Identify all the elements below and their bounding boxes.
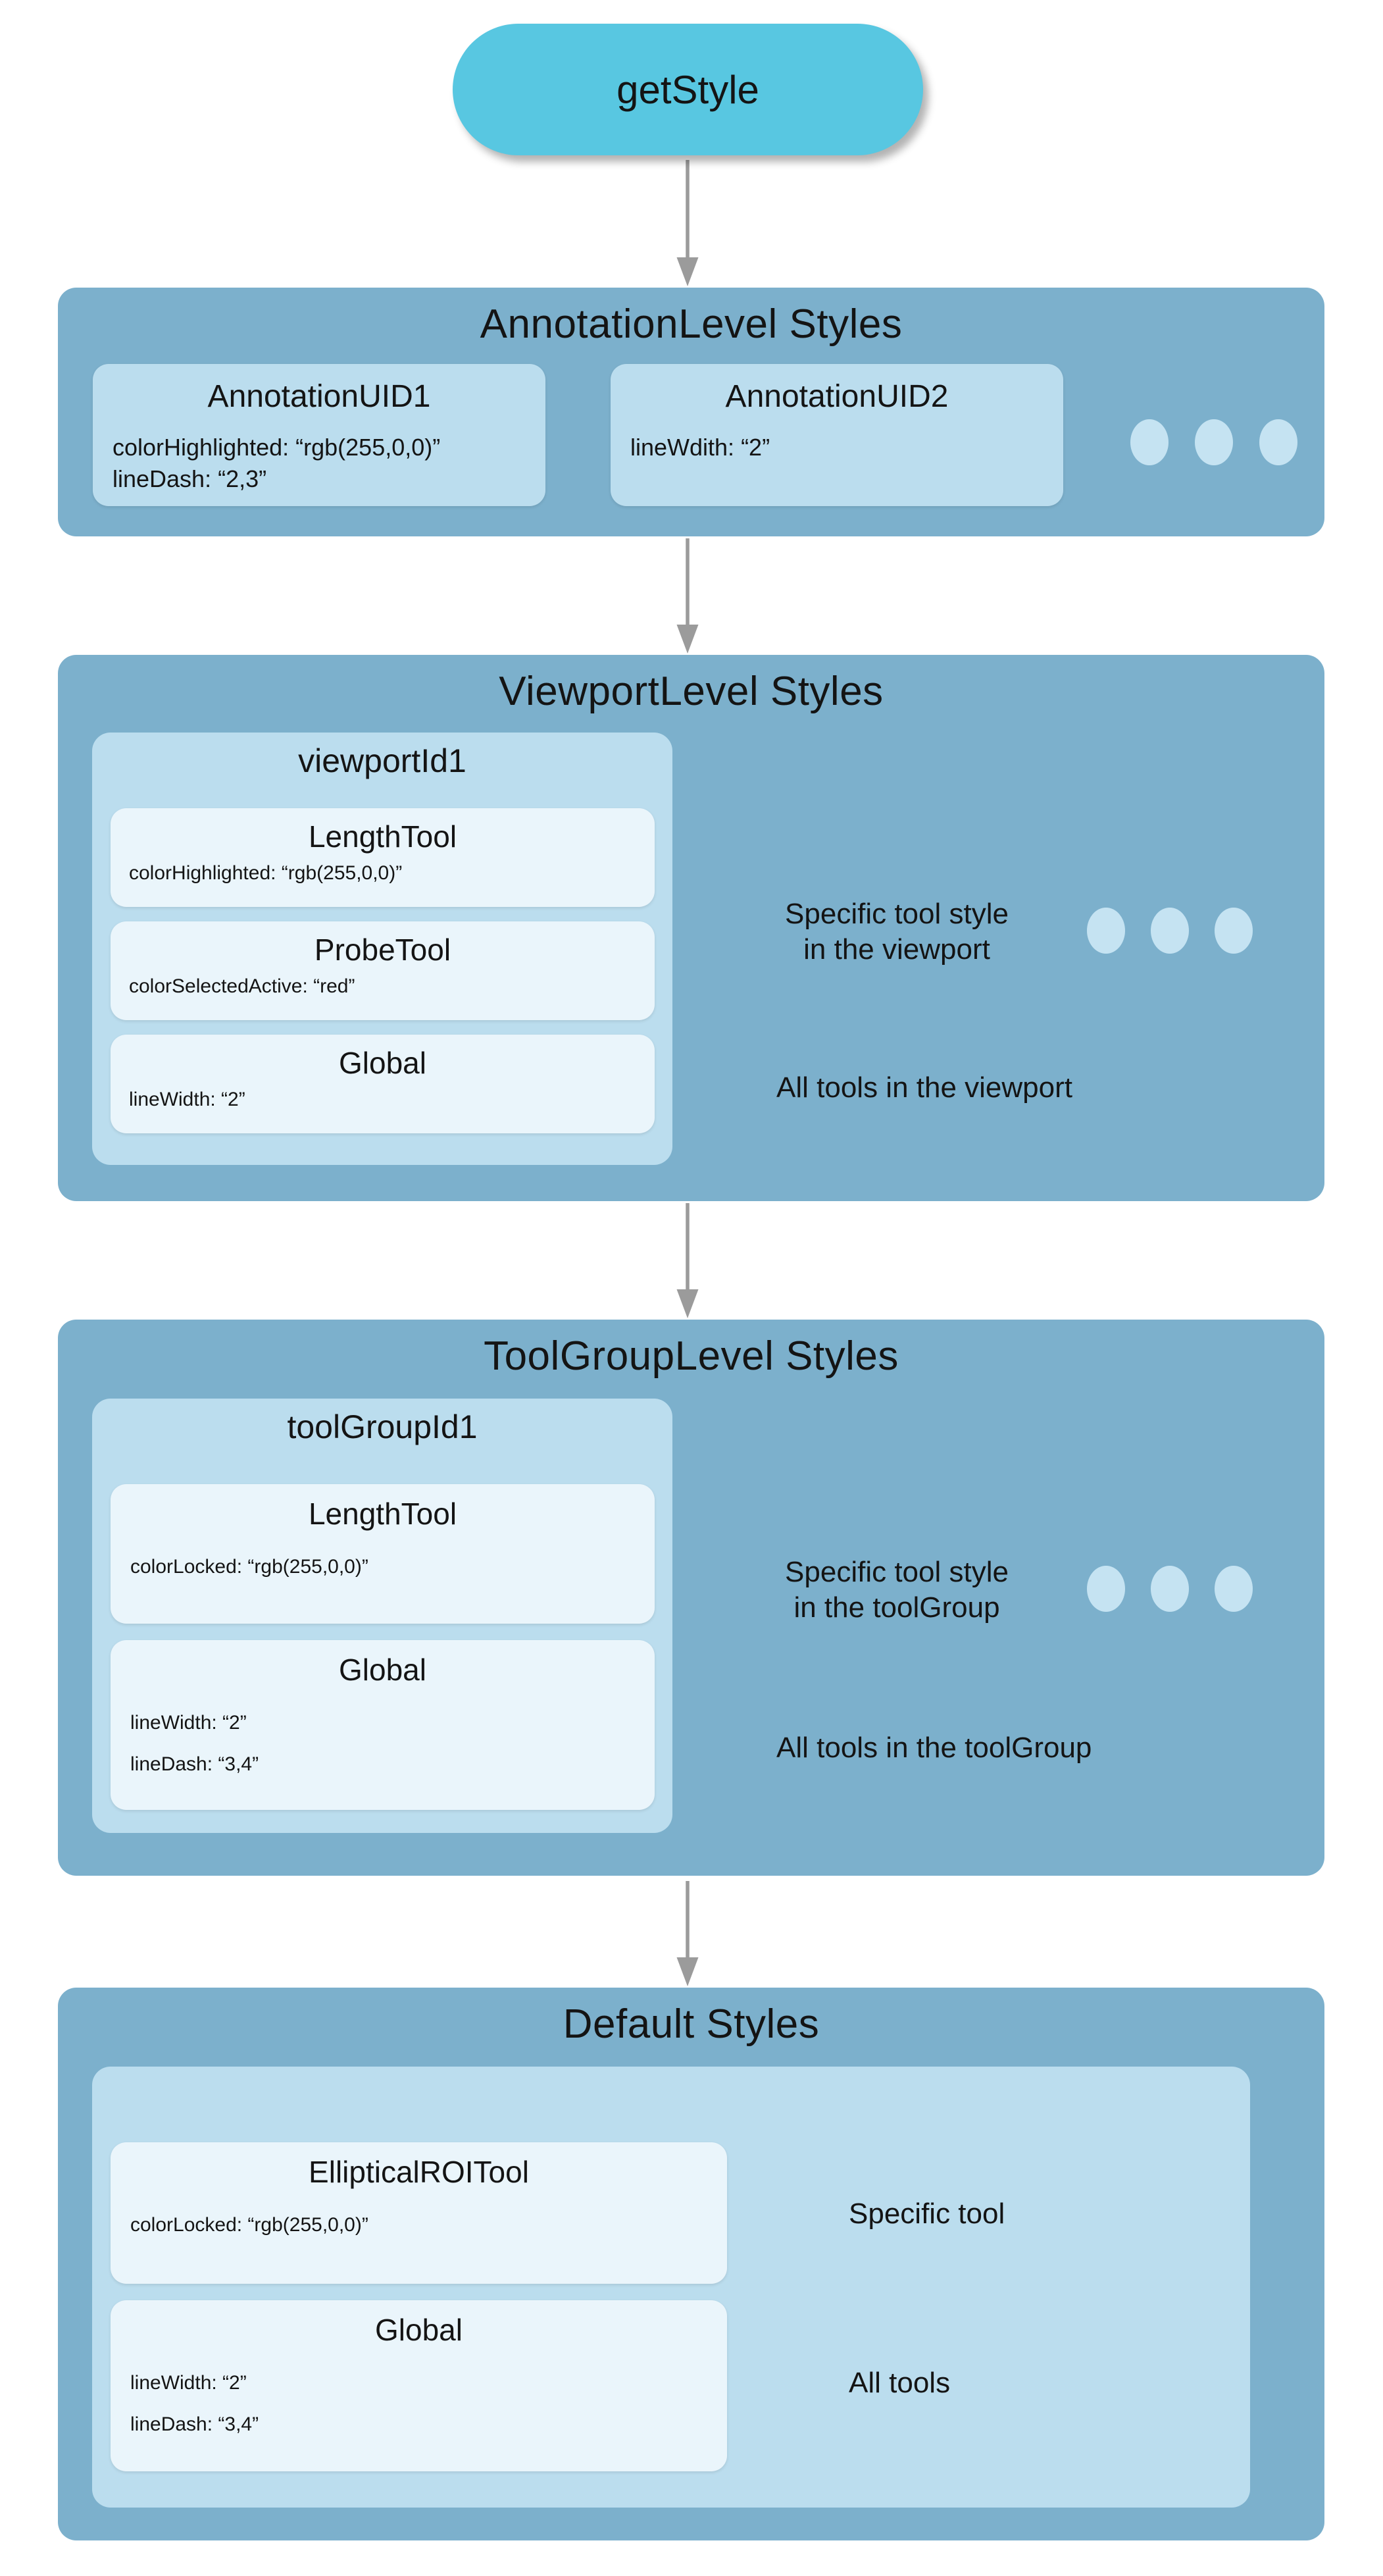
ellipsis-dot (1195, 419, 1233, 465)
default-specific-label: Specific tool (849, 2198, 1005, 2230)
ellipsis-dot (1215, 908, 1253, 954)
viewport-global-card: Global lineWidth: “2” (111, 1035, 655, 1133)
length-tool-title: LengthTool (308, 819, 457, 854)
viewport-global-title: Global (339, 1046, 426, 1080)
toolgroup-length-tool-card: LengthTool colorLocked: “rgb(255,0,0)” (111, 1484, 655, 1624)
elliptical-roi-tool-card: EllipticalROITool colorLocked: “rgb(255,… (111, 2142, 727, 2284)
annotation-uid1-title: AnnotationUID1 (207, 379, 431, 414)
annotation-uid1-card: AnnotationUID1 colorHighlighted: “rgb(25… (93, 364, 545, 506)
ellipsis-dot (1215, 1566, 1253, 1612)
toolgroup-level-title: ToolGroupLevel Styles (484, 1333, 899, 1379)
probe-tool-card: ProbeTool colorSelectedActive: “red” (111, 921, 655, 1020)
toolgroup-length-tool-title: LengthTool (308, 1497, 457, 1531)
viewport-level-title: ViewportLevel Styles (499, 669, 884, 714)
length-tool-prop: colorHighlighted: “rgb(255,0,0)” (129, 862, 403, 884)
toolgroup-global-prop: lineDash: “3,4” (130, 1753, 259, 1775)
ellipsis-dot (1087, 1566, 1125, 1612)
getstyle-label: getStyle (616, 67, 759, 112)
getstyle-node: getStyle (453, 24, 923, 155)
ellipsis-dot (1151, 1566, 1189, 1612)
ellipsis-dot (1130, 419, 1169, 465)
probe-tool-prop: colorSelectedActive: “red” (129, 975, 355, 997)
annotation-uid2-card: AnnotationUID2 lineWdith: “2” (611, 364, 1063, 506)
viewport-id1-title: viewportId1 (298, 742, 466, 779)
length-tool-card: LengthTool colorHighlighted: “rgb(255,0,… (111, 808, 655, 907)
toolgroup-global-prop: lineWidth: “2” (130, 1712, 247, 1734)
toolgroup-specific-label: Specific tool style in the toolGroup (785, 1556, 1009, 1624)
default-global-title: Global (375, 2313, 463, 2347)
annotation-level-title: AnnotationLevel Styles (480, 301, 903, 347)
default-global-prop: lineDash: “3,4” (130, 2413, 259, 2435)
toolgroup-global-card: Global lineWidth: “2” lineDash: “3,4” (111, 1640, 655, 1810)
annotation-uid1-prop: lineDash: “2,3” (113, 465, 267, 492)
probe-tool-title: ProbeTool (314, 933, 451, 967)
toolgroup-length-tool-prop: colorLocked: “rgb(255,0,0)” (130, 1556, 368, 1578)
default-global-card: Global lineWidth: “2” lineDash: “3,4” (111, 2300, 727, 2471)
elliptical-roi-tool-title: EllipticalROITool (309, 2155, 529, 2189)
toolgroup-global-title: Global (339, 1653, 426, 1687)
viewport-global-prop: lineWidth: “2” (129, 1089, 245, 1110)
ellipsis-dot (1259, 419, 1297, 465)
toolgroup-id1-title: toolGroupId1 (287, 1408, 478, 1445)
annotation-uid1-prop: colorHighlighted: “rgb(255,0,0)” (113, 434, 441, 461)
ellipsis-dot (1087, 908, 1125, 954)
viewport-all-label: All tools in the viewport (776, 1071, 1072, 1104)
elliptical-roi-tool-prop: colorLocked: “rgb(255,0,0)” (130, 2214, 368, 2236)
ellipsis-dot (1151, 908, 1189, 954)
default-level-title: Default Styles (563, 2001, 820, 2047)
toolgroup-all-label: All tools in the toolGroup (776, 1732, 1092, 1764)
default-global-prop: lineWidth: “2” (130, 2372, 247, 2394)
default-all-label: All tools (849, 2367, 951, 2399)
annotation-uid2-prop: lineWdith: “2” (630, 434, 770, 461)
viewport-specific-label: Specific tool style in the viewport (785, 898, 1009, 966)
annotation-uid2-title: AnnotationUID2 (725, 379, 949, 414)
